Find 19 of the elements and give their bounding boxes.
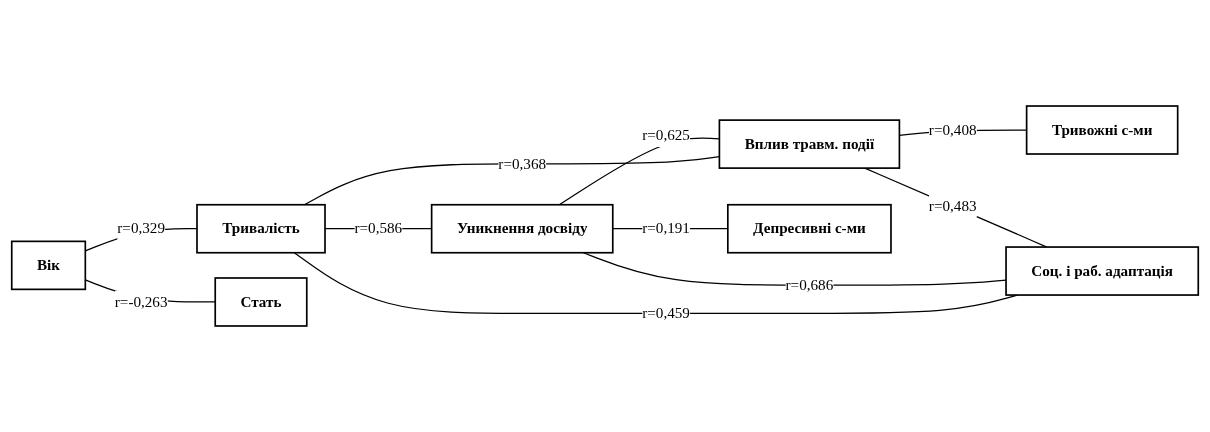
node-box: Соц. і раб. адаптація bbox=[1005, 246, 1200, 296]
edge-label: r=0,625 bbox=[642, 126, 690, 144]
node-box: Тривожні с-ми bbox=[1025, 105, 1179, 155]
node-box: Вік bbox=[10, 240, 87, 291]
edge-label: r=0,191 bbox=[642, 219, 690, 237]
node-box: Стать bbox=[214, 277, 308, 327]
node-box: Уникнення досвіду bbox=[430, 203, 614, 254]
edge-label: r=-0,263 bbox=[114, 293, 168, 310]
edge-label: r=0,368 bbox=[498, 155, 547, 172]
connector bbox=[864, 167, 1048, 248]
node-box: Вплив травм. події bbox=[718, 119, 901, 169]
node-box: Тривалість bbox=[196, 203, 326, 254]
edge-label: r=0,483 bbox=[928, 197, 977, 215]
edge-label: r=0,408 bbox=[928, 121, 977, 139]
edge-label: r=0,329 bbox=[117, 219, 166, 237]
edge-label: r=0,586 bbox=[354, 219, 403, 237]
node-box: Депресивні с-ми bbox=[727, 203, 892, 254]
edge-label: r=0,686 bbox=[785, 276, 834, 294]
edge-label: r=0,459 bbox=[642, 304, 690, 322]
